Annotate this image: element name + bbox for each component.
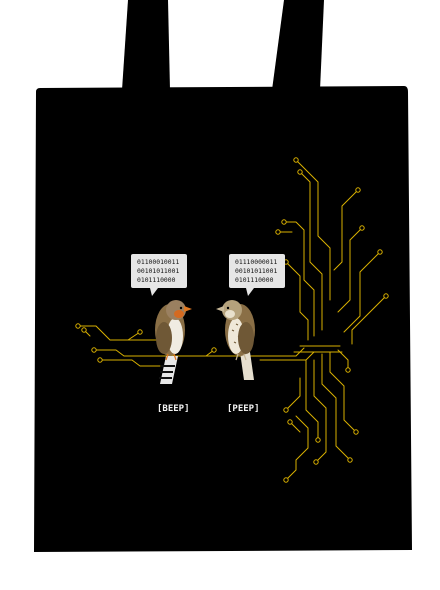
right-bird xyxy=(216,300,255,380)
circuit-node xyxy=(293,157,299,163)
circuit-trace xyxy=(285,415,309,481)
right-bubble-tail xyxy=(246,288,254,296)
circuit-node xyxy=(345,367,351,373)
circuit-node xyxy=(137,329,143,335)
circuit-trace xyxy=(333,189,359,271)
circuit-trace xyxy=(285,377,301,411)
left-bubble-line-2: 00101011001 xyxy=(137,267,179,275)
circuit-node xyxy=(283,477,289,483)
circuit-trace xyxy=(285,261,309,341)
right-speech-bubble: 01110000011 00101011001 0101110000 xyxy=(229,254,285,296)
left-bird-eye xyxy=(179,306,183,310)
circuit-trace xyxy=(313,359,327,463)
right-bubble-box xyxy=(229,254,285,288)
circuit-trace xyxy=(93,349,241,357)
caption-peep: [PEEP] xyxy=(227,404,260,414)
circuit-trace xyxy=(99,359,161,367)
circuit-node xyxy=(283,407,289,413)
left-bird xyxy=(155,300,192,384)
circuit-node xyxy=(359,225,365,231)
left-bird-feet xyxy=(165,353,177,361)
circuit-trace xyxy=(77,325,159,341)
left-bird-beak xyxy=(184,306,192,312)
circuit-trace xyxy=(343,251,381,333)
right-bird-beak xyxy=(216,306,224,312)
circuit-node xyxy=(313,459,319,465)
right-bubble-line-3: 0101110000 xyxy=(235,276,274,284)
right-bird-wing xyxy=(238,322,254,354)
bag-body xyxy=(34,86,412,552)
circuit-tree xyxy=(75,157,389,483)
circuit-node xyxy=(355,187,361,193)
circuit-node xyxy=(81,327,87,333)
right-bird-tail xyxy=(240,352,254,380)
circuit-trace xyxy=(299,171,323,331)
circuit-trace xyxy=(329,351,357,433)
handle-right xyxy=(272,0,324,90)
circuit-node xyxy=(75,323,81,329)
circuit-trace xyxy=(321,353,351,461)
circuit-node xyxy=(91,347,97,353)
circuit-node xyxy=(315,437,321,443)
circuit-node xyxy=(211,347,217,353)
handle-left xyxy=(122,0,170,90)
circuit-node xyxy=(97,357,103,363)
circuit-trace xyxy=(295,159,331,301)
circuit-trace xyxy=(239,347,305,357)
right-bubble-line-1: 01110000011 xyxy=(235,258,277,266)
left-bird-wing xyxy=(156,322,172,354)
circuit-node xyxy=(383,293,389,299)
circuit-node xyxy=(347,457,353,463)
circuit-trace xyxy=(337,227,363,313)
right-bird-cheek xyxy=(225,310,235,318)
left-bird-cheek xyxy=(174,310,184,318)
left-bubble-tail xyxy=(150,288,158,296)
right-bird-feet xyxy=(235,353,247,361)
left-bubble-line-1: 01100010011 xyxy=(137,258,179,266)
circuit-node xyxy=(281,219,287,225)
circuit-node xyxy=(275,229,281,235)
left-bubble-box xyxy=(131,254,187,288)
left-bird-tail-stripes xyxy=(159,365,175,379)
circuit-trace xyxy=(351,295,387,345)
circuit-node xyxy=(297,169,303,175)
right-bird-speckles xyxy=(231,323,243,348)
circuit-trace xyxy=(283,221,315,337)
bag-handles xyxy=(122,0,324,90)
right-bird-eye xyxy=(226,306,230,310)
right-bubble-line-2: 00101011001 xyxy=(235,267,277,275)
left-speech-bubble: 01100010011 00101011001 0101110000 xyxy=(131,254,187,296)
circuit-trace xyxy=(337,349,349,371)
circuit-trace xyxy=(305,359,319,441)
circuit-node xyxy=(353,429,359,435)
caption-beep: [BEEP] xyxy=(157,404,190,414)
circuit-node xyxy=(377,249,383,255)
circuit-node xyxy=(287,419,293,425)
left-bubble-line-3: 0101110000 xyxy=(137,276,176,284)
